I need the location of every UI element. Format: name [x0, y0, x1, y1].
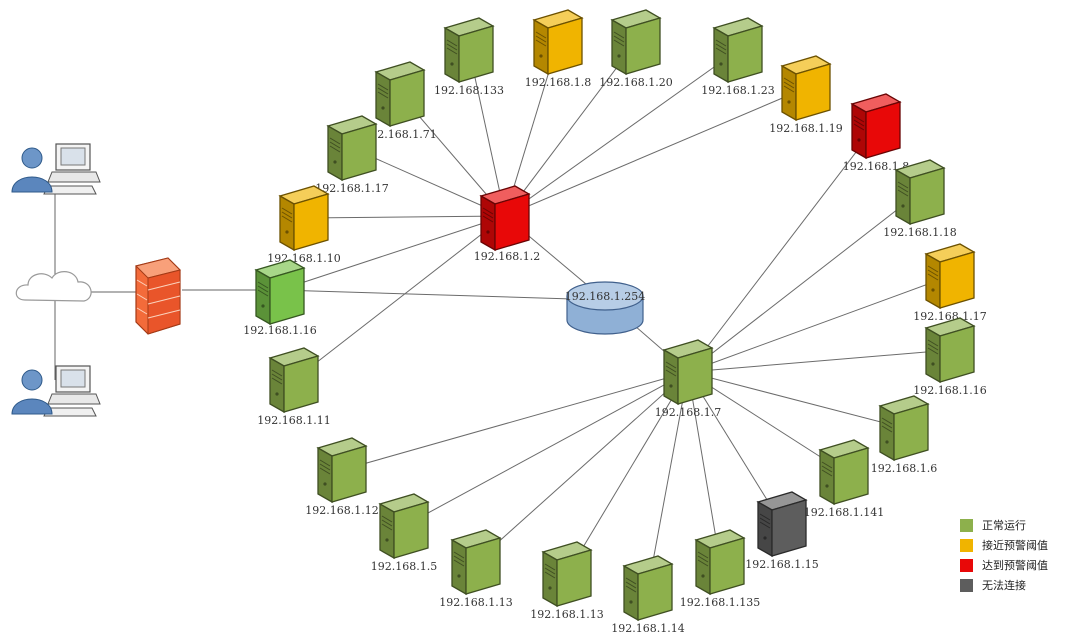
node-ip-label: 192.168.1.2: [474, 250, 540, 263]
router-ip-label: 192.168.1.254: [565, 290, 645, 303]
server-icon[interactable]: [326, 115, 378, 182]
legend: 正常运行接近预警阈值达到预警阈值无法连接: [960, 515, 1060, 595]
legend-swatch: [960, 538, 973, 552]
legend-item: 达到预警阈值: [960, 555, 1060, 575]
legend-label: 接近预警阈值: [982, 539, 1048, 552]
server-icon[interactable]: [374, 61, 426, 128]
node-ip-label: 192.168.1.141: [804, 506, 884, 519]
server-icon[interactable]: [694, 529, 746, 596]
server-icon[interactable]: [780, 55, 832, 122]
node-ip-label: 192.168.1.8: [525, 76, 591, 89]
network-link: [687, 371, 845, 473]
network-link: [504, 87, 807, 217]
server-icon[interactable]: [894, 159, 946, 226]
server-icon[interactable]: [712, 17, 764, 84]
node-ip-label: 192.168.1.15: [745, 558, 818, 571]
node-ip-label: 192.168.133: [434, 84, 504, 97]
server-icon[interactable]: [316, 437, 368, 504]
node-ip-label: 192.168.1.5: [371, 560, 437, 573]
workstation-icon[interactable]: [11, 143, 101, 195]
network-link: [403, 371, 689, 527]
legend-item: 正常运行: [960, 515, 1060, 535]
server-icon[interactable]: [450, 529, 502, 596]
legend-item: 接近预警阈值: [960, 535, 1060, 555]
server-icon[interactable]: [850, 93, 902, 160]
user-icon: [11, 369, 53, 415]
server-icon[interactable]: [532, 9, 584, 76]
network-link: [647, 371, 689, 589]
network-link: [293, 215, 506, 381]
legend-item: 无法连接: [960, 575, 1060, 595]
server-icon[interactable]: [278, 185, 330, 252]
server-icon[interactable]: [756, 491, 808, 558]
hub-server-icon[interactable]: [662, 339, 714, 406]
firewall-icon[interactable]: [135, 257, 181, 335]
router-icon[interactable]: [566, 281, 644, 335]
network-link: [687, 191, 921, 373]
legend-swatch: [960, 578, 973, 592]
network-link: [303, 215, 506, 219]
network-link: [279, 289, 606, 301]
node-ip-label: 192.168.1.18: [883, 226, 956, 239]
network-nodes: 192.168.1.71 192.168.133 192.168.1.8 192.16…: [243, 9, 987, 635]
node-ip-label: 192.168.1.13: [439, 596, 512, 609]
network-link: [475, 371, 689, 563]
server-icon[interactable]: [541, 541, 593, 608]
network-link: [279, 215, 506, 291]
legend-label: 达到预警阈值: [982, 559, 1048, 572]
network-link: [687, 371, 905, 429]
node-ip-label: 192.168.1.135: [680, 596, 760, 609]
network-link: [687, 371, 783, 525]
network-link: [341, 371, 689, 471]
node-ip-label: 192.168.1.8: [843, 160, 909, 173]
node-ip-label: 192.168.1.19: [769, 122, 842, 135]
network-link: [687, 125, 877, 373]
network-link: [687, 349, 951, 373]
server-icon[interactable]: [924, 243, 976, 310]
network-link: [687, 371, 721, 563]
user-icon: [11, 147, 53, 193]
legend-label: 无法连接: [982, 579, 1026, 592]
server-icon[interactable]: [378, 493, 430, 560]
server-icon[interactable]: [878, 395, 930, 462]
network-link: [351, 147, 506, 217]
server-icon[interactable]: [443, 17, 495, 84]
node-ip-label: 192.168.1.20: [599, 76, 672, 89]
node-ip-label: 192.168.1.71: [363, 128, 436, 141]
legend-label: 正常运行: [982, 519, 1026, 532]
server-icon[interactable]: [268, 347, 320, 414]
node-ip-label: 192.168.1.17: [315, 182, 388, 195]
workstation-icon[interactable]: [11, 365, 101, 417]
node-ip-label: 192.168.1.23: [701, 84, 774, 97]
gateway-server-icon[interactable]: [254, 259, 306, 326]
network-link: [566, 371, 689, 575]
legend-swatch: [960, 518, 973, 532]
internet-cloud-icon: [15, 271, 92, 302]
node-ip-label: 192.168.1.7: [655, 406, 721, 419]
node-ip-label: 192.168.1.16: [243, 324, 316, 337]
server-icon[interactable]: [610, 9, 662, 76]
node-ip-label: 192.168.1.17: [913, 310, 986, 323]
node-ip-label: 192.168.1.11: [257, 414, 330, 427]
client-network: [11, 143, 258, 417]
hub-server-icon[interactable]: [479, 185, 531, 252]
server-icon[interactable]: [622, 555, 674, 622]
node-ip-label: 192.168.1.13: [530, 608, 603, 621]
node-ip-label: 192.168.1.6: [871, 462, 937, 475]
node-ip-label: 192.168.1.14: [611, 622, 684, 635]
server-icon[interactable]: [818, 439, 870, 506]
network-link: [504, 49, 739, 217]
server-icon[interactable]: [924, 317, 976, 384]
legend-swatch: [960, 558, 973, 572]
node-ip-label: 192.168.1.16: [913, 384, 986, 397]
node-ip-label: 192.168.1.12: [305, 504, 378, 517]
network-link: [504, 41, 637, 217]
network-link: [687, 275, 951, 373]
